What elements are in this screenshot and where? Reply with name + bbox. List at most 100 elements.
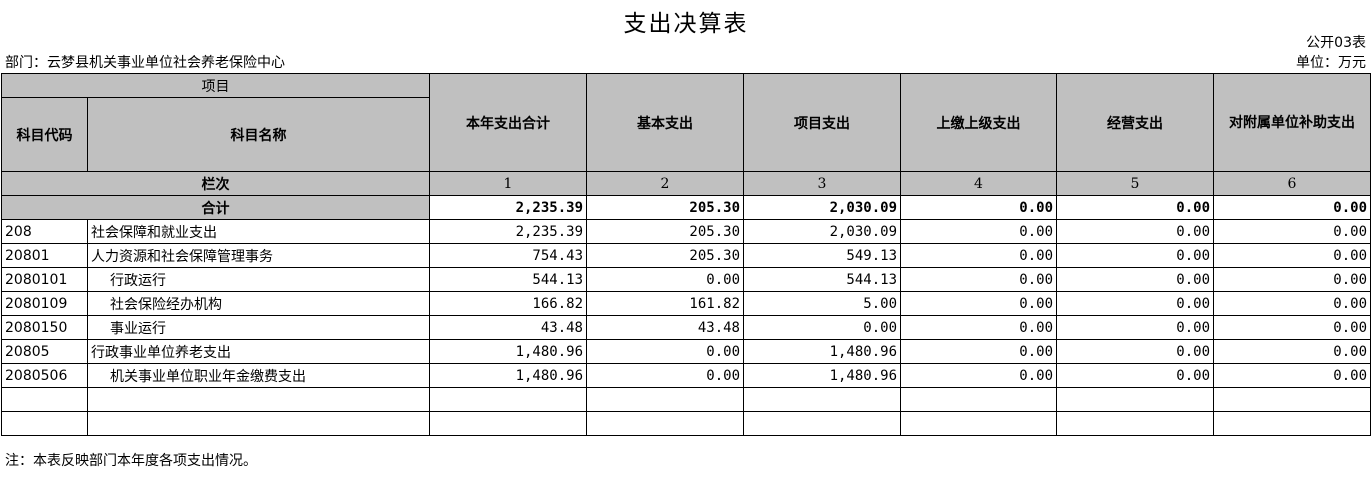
value-cell: 2,235.39 (429, 219, 587, 244)
header-subject-code: 科目代码 (1, 97, 88, 172)
empty-cell (586, 411, 744, 436)
header-col-1: 本年支出合计 (429, 73, 587, 172)
value-cell: 549.13 (743, 243, 901, 268)
total-value: 0.00 (1213, 195, 1371, 220)
empty-row (1, 411, 1371, 436)
value-cell: 0.00 (1056, 363, 1214, 388)
subject-code-cell: 2080506 (1, 363, 88, 388)
col-number: 1 (429, 171, 587, 196)
empty-cell (87, 387, 430, 412)
empty-cell (429, 411, 587, 436)
value-cell: 43.48 (429, 315, 587, 340)
value-cell: 2,030.09 (743, 219, 901, 244)
empty-row (1, 387, 1371, 412)
value-cell: 0.00 (1056, 219, 1214, 244)
subject-name-cell: 人力资源和社会保障管理事务 (87, 243, 430, 268)
subject-code-cell: 20801 (1, 243, 88, 268)
value-cell: 0.00 (1213, 243, 1371, 268)
value-cell: 0.00 (1213, 363, 1371, 388)
department-label: 部门：云梦县机关事业单位社会养老保险中心 (5, 55, 285, 71)
col-row-label: 栏次 (1, 171, 430, 196)
header-col-3: 项目支出 (743, 73, 901, 172)
header-item: 项目 (1, 73, 430, 98)
value-cell: 0.00 (1213, 315, 1371, 340)
value-cell: 0.00 (900, 219, 1057, 244)
subject-code-cell: 2080109 (1, 291, 88, 316)
empty-cell (743, 411, 901, 436)
subject-code-cell: 2080101 (1, 267, 88, 292)
subject-name-cell: 行政事业单位养老支出 (87, 339, 430, 364)
total-label: 合计 (1, 195, 430, 220)
value-cell: 0.00 (1213, 267, 1371, 292)
subject-code-cell: 20805 (1, 339, 88, 364)
empty-cell (1213, 411, 1371, 436)
value-cell: 1,480.96 (429, 339, 587, 364)
empty-cell (743, 387, 901, 412)
value-cell: 0.00 (900, 339, 1057, 364)
report-title: 支出决算表 (623, 11, 749, 37)
value-cell: 544.13 (429, 267, 587, 292)
header-col-6: 对附属单位补助支出 (1213, 73, 1371, 172)
value-cell: 0.00 (900, 291, 1057, 316)
value-cell: 0.00 (1213, 339, 1371, 364)
empty-cell (586, 387, 744, 412)
value-cell: 0.00 (586, 339, 744, 364)
value-cell: 1,480.96 (743, 339, 901, 364)
value-cell: 1,480.96 (429, 363, 587, 388)
header-col-4: 上缴上级支出 (900, 73, 1057, 172)
value-cell: 544.13 (743, 267, 901, 292)
empty-cell (87, 411, 430, 436)
value-cell: 1,480.96 (743, 363, 901, 388)
form-code: 公开03表 (1306, 35, 1366, 51)
col-number: 3 (743, 171, 901, 196)
empty-cell (1, 387, 88, 412)
value-cell: 0.00 (900, 315, 1057, 340)
value-cell: 166.82 (429, 291, 587, 316)
subject-name-cell: 社会保障和就业支出 (87, 219, 430, 244)
value-cell: 43.48 (586, 315, 744, 340)
total-value: 2,030.09 (743, 195, 901, 220)
value-cell: 0.00 (1213, 219, 1371, 244)
subject-name-cell: 机关事业单位职业年金缴费支出 (87, 363, 430, 388)
col-number: 4 (900, 171, 1057, 196)
empty-cell (429, 387, 587, 412)
col-number: 2 (586, 171, 744, 196)
total-value: 0.00 (900, 195, 1057, 220)
value-cell: 5.00 (743, 291, 901, 316)
value-cell: 0.00 (1056, 339, 1214, 364)
subject-code-cell: 2080150 (1, 315, 88, 340)
value-cell: 0.00 (586, 267, 744, 292)
total-value: 2,235.39 (429, 195, 587, 220)
value-cell: 161.82 (586, 291, 744, 316)
col-number: 6 (1213, 171, 1371, 196)
value-cell: 0.00 (900, 363, 1057, 388)
header-subject-name: 科目名称 (87, 97, 430, 172)
value-cell: 205.30 (586, 243, 744, 268)
value-cell: 0.00 (1056, 291, 1214, 316)
value-cell: 0.00 (1213, 291, 1371, 316)
value-cell: 0.00 (1056, 267, 1214, 292)
total-value: 0.00 (1056, 195, 1214, 220)
value-cell: 0.00 (586, 363, 744, 388)
header-col-2: 基本支出 (586, 73, 744, 172)
subject-name-cell: 社会保险经办机构 (87, 291, 430, 316)
footnote: 注：本表反映部门本年度各项支出情况。 (5, 453, 257, 469)
empty-cell (1, 411, 88, 436)
header-col-5: 经营支出 (1056, 73, 1214, 172)
value-cell: 754.43 (429, 243, 587, 268)
empty-cell (1056, 411, 1214, 436)
empty-cell (1056, 387, 1214, 412)
value-cell: 0.00 (900, 267, 1057, 292)
value-cell: 0.00 (1056, 243, 1214, 268)
subject-code-cell: 208 (1, 219, 88, 244)
col-number: 5 (1056, 171, 1214, 196)
expenditure-table: 项目 本年支出合计 基本支出 项目支出 上缴上级支出 经营支出 对附属单位补助支… (1, 73, 1371, 436)
empty-cell (1213, 387, 1371, 412)
